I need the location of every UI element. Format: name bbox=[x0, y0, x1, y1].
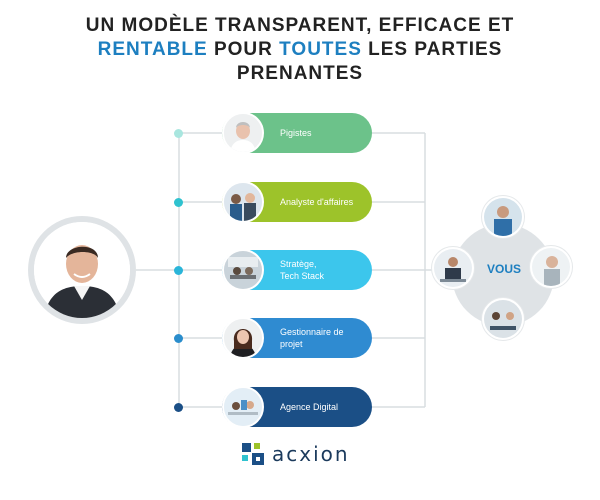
client-photo-top bbox=[482, 196, 524, 238]
trunk-dot-1 bbox=[174, 129, 183, 138]
person-photo-icon bbox=[222, 112, 264, 154]
title-line-2-mid: POUR bbox=[207, 39, 280, 60]
role-pill-strategie: Stratège, Tech Stack bbox=[222, 249, 372, 291]
trunk-dot-3 bbox=[174, 266, 183, 275]
trunk-dot-2 bbox=[174, 198, 183, 207]
central-person-photo-inner bbox=[34, 222, 130, 318]
trunk-dot-4 bbox=[174, 334, 183, 343]
role-label-pigistes: Pigistes bbox=[280, 128, 312, 138]
acxion-logo-icon bbox=[242, 443, 264, 465]
title-line-1: UN MODÈLE TRANSPARENT, EFFICACE ET bbox=[85, 15, 515, 36]
people-photo-icon bbox=[484, 300, 522, 338]
client-photo-right bbox=[530, 246, 572, 288]
title-line-2-end: LES PARTIES bbox=[361, 39, 503, 60]
team-photo-icon bbox=[222, 181, 264, 223]
central-person-photo bbox=[28, 216, 136, 324]
acxion-logo-text: acxion bbox=[272, 442, 350, 466]
person-photo-icon bbox=[222, 317, 264, 359]
role-pill-analyste: Analyste d'affaires bbox=[222, 181, 372, 223]
role-label-strategie: Stratège, Tech Stack bbox=[280, 259, 325, 281]
role-label-analyste: Analyste d'affaires bbox=[280, 197, 354, 207]
office-photo-icon bbox=[222, 386, 264, 428]
client-photo-left bbox=[432, 247, 474, 289]
client-label: VOUS bbox=[486, 262, 521, 276]
person-photo-icon bbox=[34, 222, 130, 318]
title-line-2: RENTABLE POUR TOUTES LES PARTIES bbox=[0, 38, 600, 62]
page-title: UN MODÈLE TRANSPARENT, EFFICACE ET RENTA… bbox=[0, 14, 600, 86]
office-photo-icon bbox=[222, 249, 264, 291]
client-photo-bottom bbox=[482, 298, 524, 340]
title-highlight-toutes: TOUTES bbox=[279, 39, 362, 60]
role-label-agence: Agence Digital bbox=[280, 402, 339, 412]
role-label-gestionnaire: Gestionnaire de projet bbox=[280, 327, 344, 349]
trunk-dot-5 bbox=[174, 403, 183, 412]
role-pill-gestionnaire: Gestionnaire de projet bbox=[222, 317, 372, 359]
role-pill-pigistes: Pigistes bbox=[222, 112, 372, 154]
title-line-3: PRENANTES bbox=[236, 63, 364, 84]
people-photo-icon bbox=[532, 248, 570, 286]
role-pill-agence: Agence Digital bbox=[222, 386, 372, 428]
title-highlight-rentable: RENTABLE bbox=[97, 39, 208, 60]
people-photo-icon bbox=[484, 198, 522, 236]
acxion-logo: acxion bbox=[242, 441, 350, 467]
people-photo-icon bbox=[434, 249, 472, 287]
